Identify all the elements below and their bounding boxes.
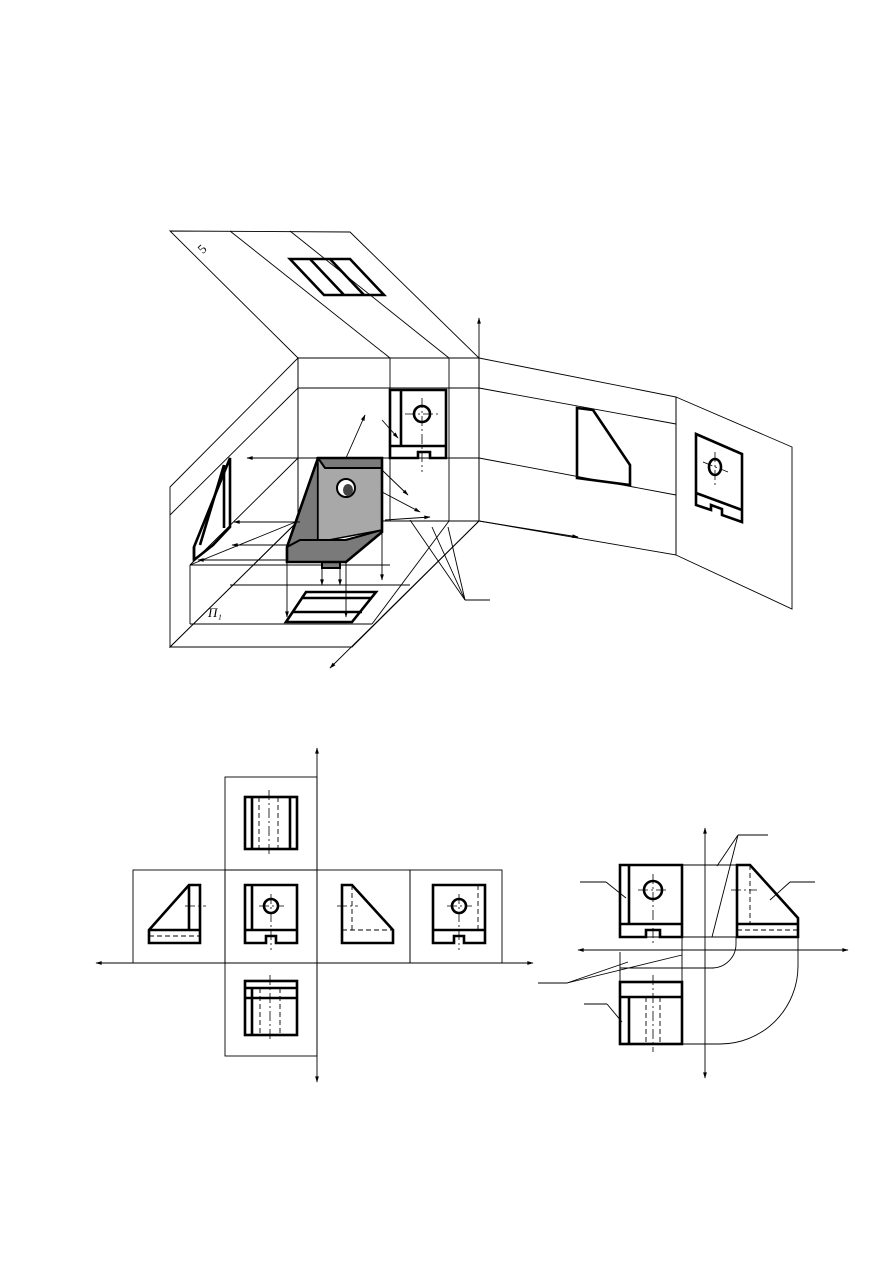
view-front (243, 883, 299, 950)
main-top-view (618, 975, 684, 1052)
view-left (147, 883, 206, 945)
view-bottom (243, 790, 299, 856)
construction-lines (619, 864, 799, 1045)
view-rear (431, 883, 487, 950)
six-view-layout (95, 747, 534, 1083)
right-planes (478, 357, 793, 610)
projection-axes (329, 317, 579, 669)
isometric-part (285, 456, 384, 569)
main-front-view (618, 863, 684, 945)
rear-view (694, 432, 744, 524)
view-right (337, 883, 395, 945)
top-plane-number: 5 (194, 241, 209, 256)
projection-box: 5 (168, 230, 793, 669)
top-plane: 5 (168, 230, 481, 388)
main-side-view (731, 863, 800, 939)
view-top (243, 975, 299, 1042)
left-plane (169, 356, 299, 649)
right-profile-view (575, 406, 632, 487)
horizontal-plane-label: П₁ (207, 605, 222, 620)
three-view-layout (538, 827, 849, 1079)
floor-view (283, 590, 379, 624)
horizontal-plane: П₁ (168, 520, 481, 648)
leader-lines (538, 834, 815, 1023)
frontal-view (388, 388, 448, 460)
projection-rays (197, 414, 490, 618)
